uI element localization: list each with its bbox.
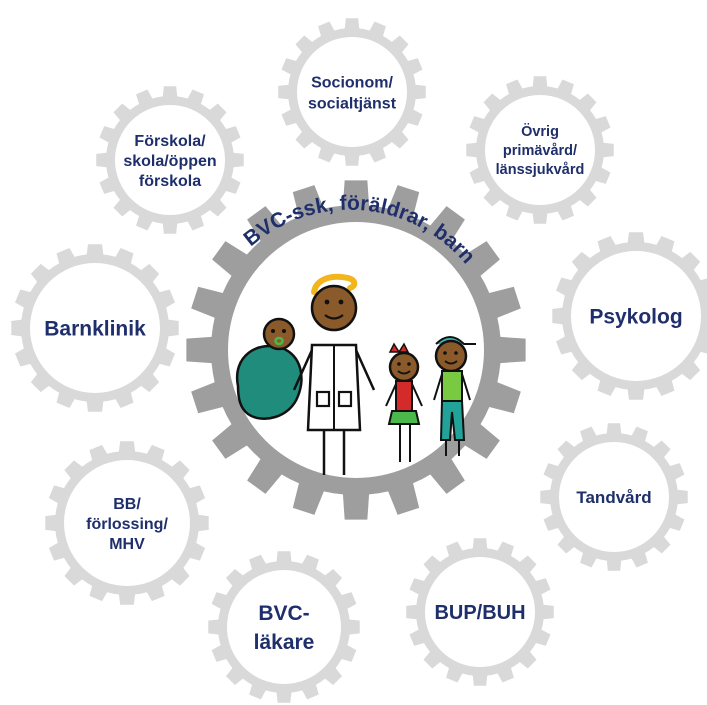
gear-face xyxy=(30,263,160,393)
family-illustration xyxy=(235,273,476,475)
gear-label-line: förlossing/ xyxy=(86,516,168,533)
boy-figure xyxy=(433,336,476,456)
gear-barnklinik: Barnklinik xyxy=(11,244,179,412)
adult-figure xyxy=(292,273,376,475)
gear-socionom: Socionom/socialtjänst xyxy=(278,18,426,166)
gear-bup-buh: BUP/BUH xyxy=(406,538,554,686)
baby-figure xyxy=(235,317,303,420)
gear-label-line: Psykolog xyxy=(589,306,682,329)
gear-label-line: förskola xyxy=(139,173,201,190)
gear-label-line: BB/ xyxy=(113,496,141,513)
gear-face xyxy=(559,442,669,552)
gear-label-line: Barnklinik xyxy=(44,318,146,341)
gear-label-line: MHV xyxy=(109,536,145,553)
gear-label-line: länssjukvård xyxy=(496,162,585,178)
gear-forskola: Förskola/skola/öppen förskola xyxy=(96,86,244,234)
gear-label-line: skola/öppen xyxy=(123,153,216,170)
gear-label-line: Tandvård xyxy=(576,488,651,507)
gear-label-line: socialtjänst xyxy=(308,95,397,112)
gear-label-line: Socionom/ xyxy=(311,74,393,91)
gear-face xyxy=(64,460,190,586)
gear-ovrig-primarvard: Övrig primävård/länssjukvård xyxy=(466,76,614,224)
gear-face xyxy=(115,105,225,215)
gear-bvc-lakare: BVC-läkare xyxy=(208,551,360,703)
gear-face xyxy=(425,557,535,667)
gear-label-line: BVC- xyxy=(258,602,309,625)
gear-psykolog: Psykolog xyxy=(552,232,707,400)
gear-label-line: Förskola/ xyxy=(134,133,206,150)
gear-label-line: primävård/ xyxy=(503,143,577,159)
gear-label-line: Övrig xyxy=(521,123,559,140)
gear-face xyxy=(227,570,341,684)
gear-bb-forlossning: BB/förlossing/MHV xyxy=(45,441,209,605)
gear-label-line: BUP/BUH xyxy=(434,602,525,624)
gear-face xyxy=(571,251,701,381)
gear-face xyxy=(485,95,595,205)
gear-tandvard: Tandvård xyxy=(540,423,688,571)
girl-figure xyxy=(385,342,423,462)
gear-label-line: läkare xyxy=(254,631,315,654)
gear-face xyxy=(297,37,407,147)
